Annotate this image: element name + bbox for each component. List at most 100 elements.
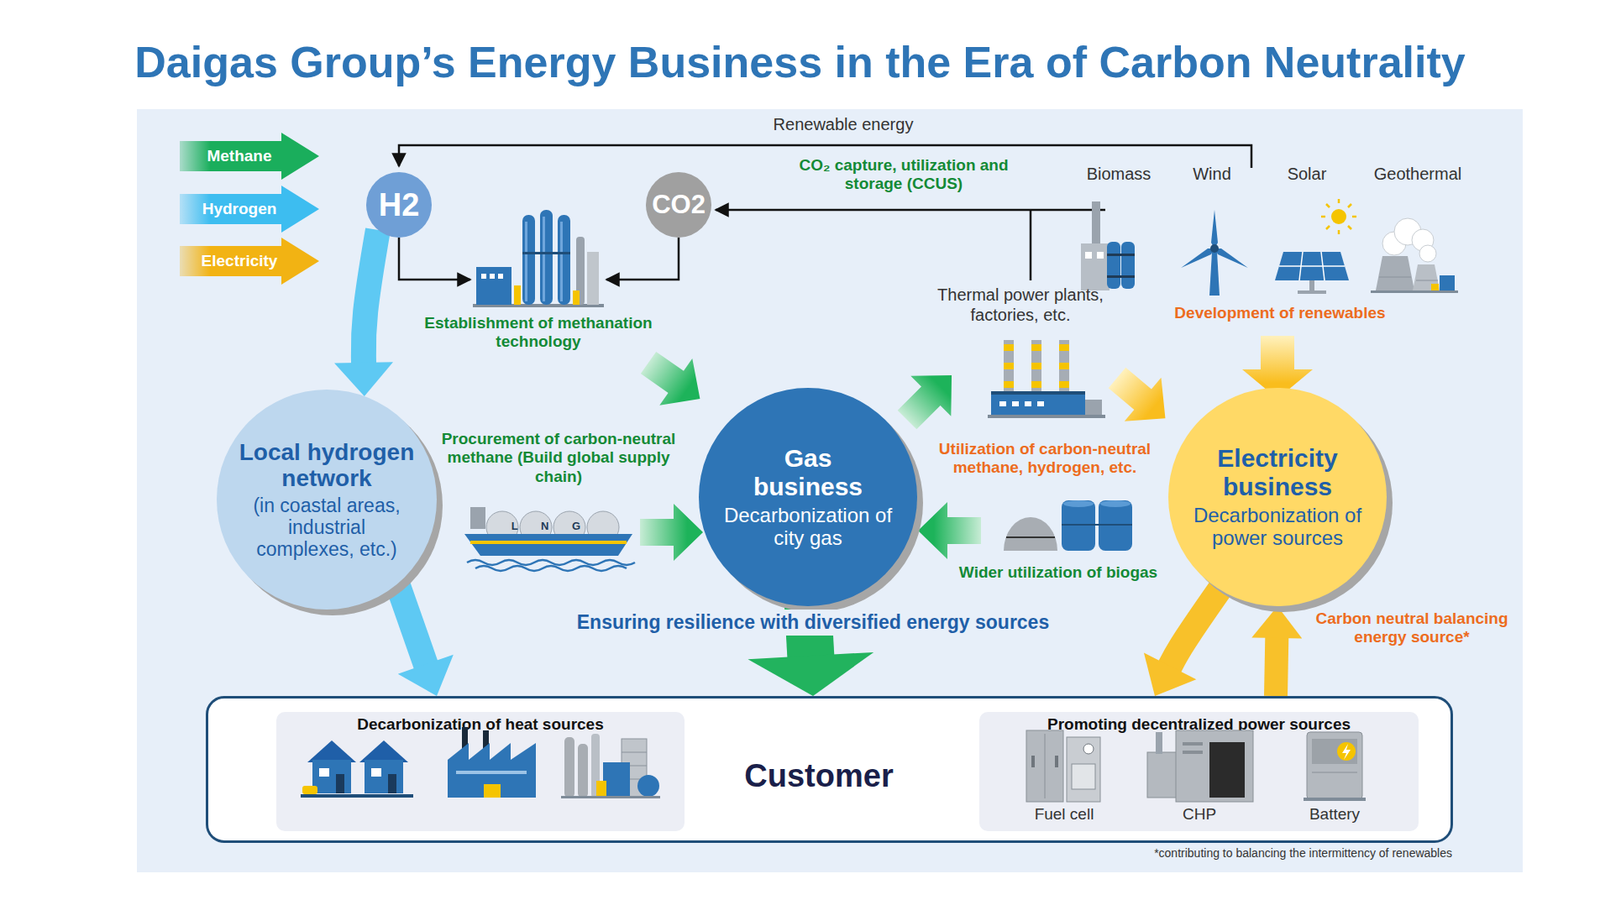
business-circle: Gas businessDecarbonization of city gas: [698, 388, 918, 607]
thermal-power-plant: [1059, 344, 1070, 352]
methanation-plant: [481, 273, 487, 279]
molecule-circle: CO2: [645, 172, 712, 238]
house-icon: [335, 774, 345, 794]
flow-line: [398, 237, 471, 280]
house-icon: [302, 786, 318, 795]
methanation-plant: [542, 216, 546, 302]
solar-panel: [1326, 225, 1330, 230]
arrow-head: [1143, 652, 1197, 697]
facility-label: Thermal power plants, factories, etc.: [915, 285, 1126, 326]
thermal-power-plant: [1024, 401, 1032, 407]
flow-line: [715, 209, 1106, 212]
methanation-plant: [489, 273, 495, 279]
circle-fill: [216, 389, 437, 610]
arrow-shaft: [363, 230, 378, 365]
methanation-plant: [472, 209, 604, 308]
industrial-plant-icon: [621, 739, 647, 798]
geothermal-plant: [1416, 280, 1438, 282]
biomass-plant: [1106, 275, 1135, 279]
lng-tanker: [470, 507, 486, 530]
panel-heading: Promoting decentralized power sources: [1047, 715, 1351, 734]
wind-turbine: [1179, 209, 1250, 296]
battery-icon: [1303, 732, 1366, 802]
flow-connector: [334, 230, 394, 397]
biomass-plant: [1106, 241, 1121, 289]
house-icon: [312, 760, 352, 794]
methanation-plant: [576, 236, 585, 305]
factory-icon: [456, 771, 527, 775]
process-label: Utilization of carbon-neutral methane, h…: [918, 440, 1171, 478]
lng-tanker: [464, 534, 633, 557]
solar-panel: [1321, 251, 1325, 281]
thermal-power-plant: [991, 391, 1086, 395]
flow-line: [1029, 209, 1033, 281]
biomass-plant: [1096, 251, 1104, 259]
molecule-formula: H2: [378, 187, 420, 224]
thermal-power-plant: [1037, 401, 1044, 407]
circle-heading: Local hydrogen network: [227, 439, 426, 493]
process-label: CO₂ capture, utilization and storage (CC…: [781, 156, 1026, 195]
thermal-power-plant: [1003, 344, 1014, 352]
supply-arrow: [1098, 356, 1184, 441]
lng-tanker: [470, 540, 627, 545]
methanation-plant: [476, 267, 512, 305]
flow-connector: [1251, 606, 1302, 697]
geothermal-plant: [1394, 218, 1422, 246]
biomass-plant: [1085, 251, 1092, 259]
lng-tanker: [587, 511, 620, 544]
thermal-power-plant: [1031, 362, 1042, 370]
wind-turbine: [1212, 246, 1250, 272]
house-icon: [319, 768, 330, 777]
circle-fill: [1168, 388, 1387, 607]
process-label: Wider utilization of biogas: [940, 563, 1176, 583]
footnote: *contributing to balancing the intermitt…: [931, 846, 1453, 861]
house-icon: [300, 794, 414, 798]
chp-icon: [1182, 742, 1203, 746]
industrial-plant-icon: [603, 762, 630, 798]
summary-label: Ensuring resilience with diversified ene…: [510, 609, 1116, 636]
fuel-cell-icon: [1083, 744, 1094, 755]
arrow-shaft: [1169, 589, 1220, 668]
arrow-head: [398, 655, 454, 697]
solar-panel: [1279, 251, 1345, 281]
solar-panel: [1352, 215, 1357, 219]
arrow-label: Electricity: [201, 251, 279, 270]
geothermal-plant: [1411, 229, 1434, 252]
factory-icon: [483, 784, 501, 798]
wind-turbine: [1211, 209, 1218, 249]
industrial-plant-icon: [577, 744, 588, 798]
customer-panel: Decarbonization of heat sources: [276, 712, 685, 832]
methanation-plant: [572, 290, 580, 305]
methanation-plant: [557, 215, 571, 305]
biogas-tanks: [1100, 500, 1131, 508]
flow-label: Renewable energy: [734, 115, 953, 136]
chp-icon: [1147, 730, 1254, 803]
thermal-power-plant: [987, 340, 1106, 419]
house-icon: [359, 740, 409, 763]
fuel-cell-icon: [1031, 755, 1035, 768]
flow-connector: [1143, 589, 1220, 697]
supply-arrow: [918, 502, 981, 560]
battery-icon: [1306, 732, 1363, 800]
biomass-plant: [1080, 201, 1135, 291]
solar-panel: [1331, 209, 1347, 225]
business-circle: Electricity businessDecarbonization of p…: [1168, 388, 1387, 607]
solar-panel: [1321, 215, 1326, 219]
process-label: Procurement of carbon-neutral methane (B…: [422, 430, 696, 487]
solar-panel: [1274, 199, 1357, 294]
industrial-plant-icon: [561, 796, 661, 799]
biogas-tanks: [1061, 500, 1096, 551]
arrow-label: Hydrogen: [202, 199, 278, 218]
lng-tanker: [464, 507, 635, 572]
fuel-cell-icon: [1054, 755, 1059, 768]
circle-fill: [645, 172, 712, 238]
geothermal-plant: [1370, 218, 1459, 294]
chp-icon: [1147, 752, 1180, 798]
thermal-power-plant: [1012, 401, 1019, 407]
ship-marking: L N G: [492, 519, 610, 533]
chp-icon: [1182, 750, 1203, 755]
geothermal-plant: [1419, 245, 1437, 263]
solar-panel: [1337, 230, 1341, 235]
